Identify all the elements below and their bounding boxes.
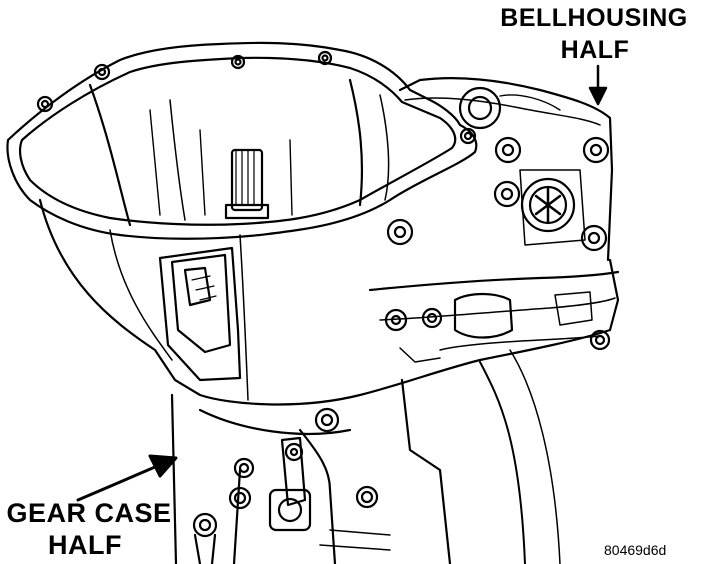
- gear-case-half: [170, 349, 561, 564]
- figure-id: 80469d6d: [604, 542, 667, 558]
- bellhousing-half: [6, 41, 620, 406]
- bellhousing-callout-arrow: [588, 64, 608, 106]
- gearcase-callout-arrow: [76, 454, 178, 502]
- gearcase-label-line2: HALF: [48, 530, 122, 560]
- bellhousing-label-line1: BELLHOUSING: [500, 4, 688, 32]
- gearcase-label-line1: GEAR CASE: [6, 498, 172, 528]
- bellhousing-label-line2: HALF: [560, 36, 630, 64]
